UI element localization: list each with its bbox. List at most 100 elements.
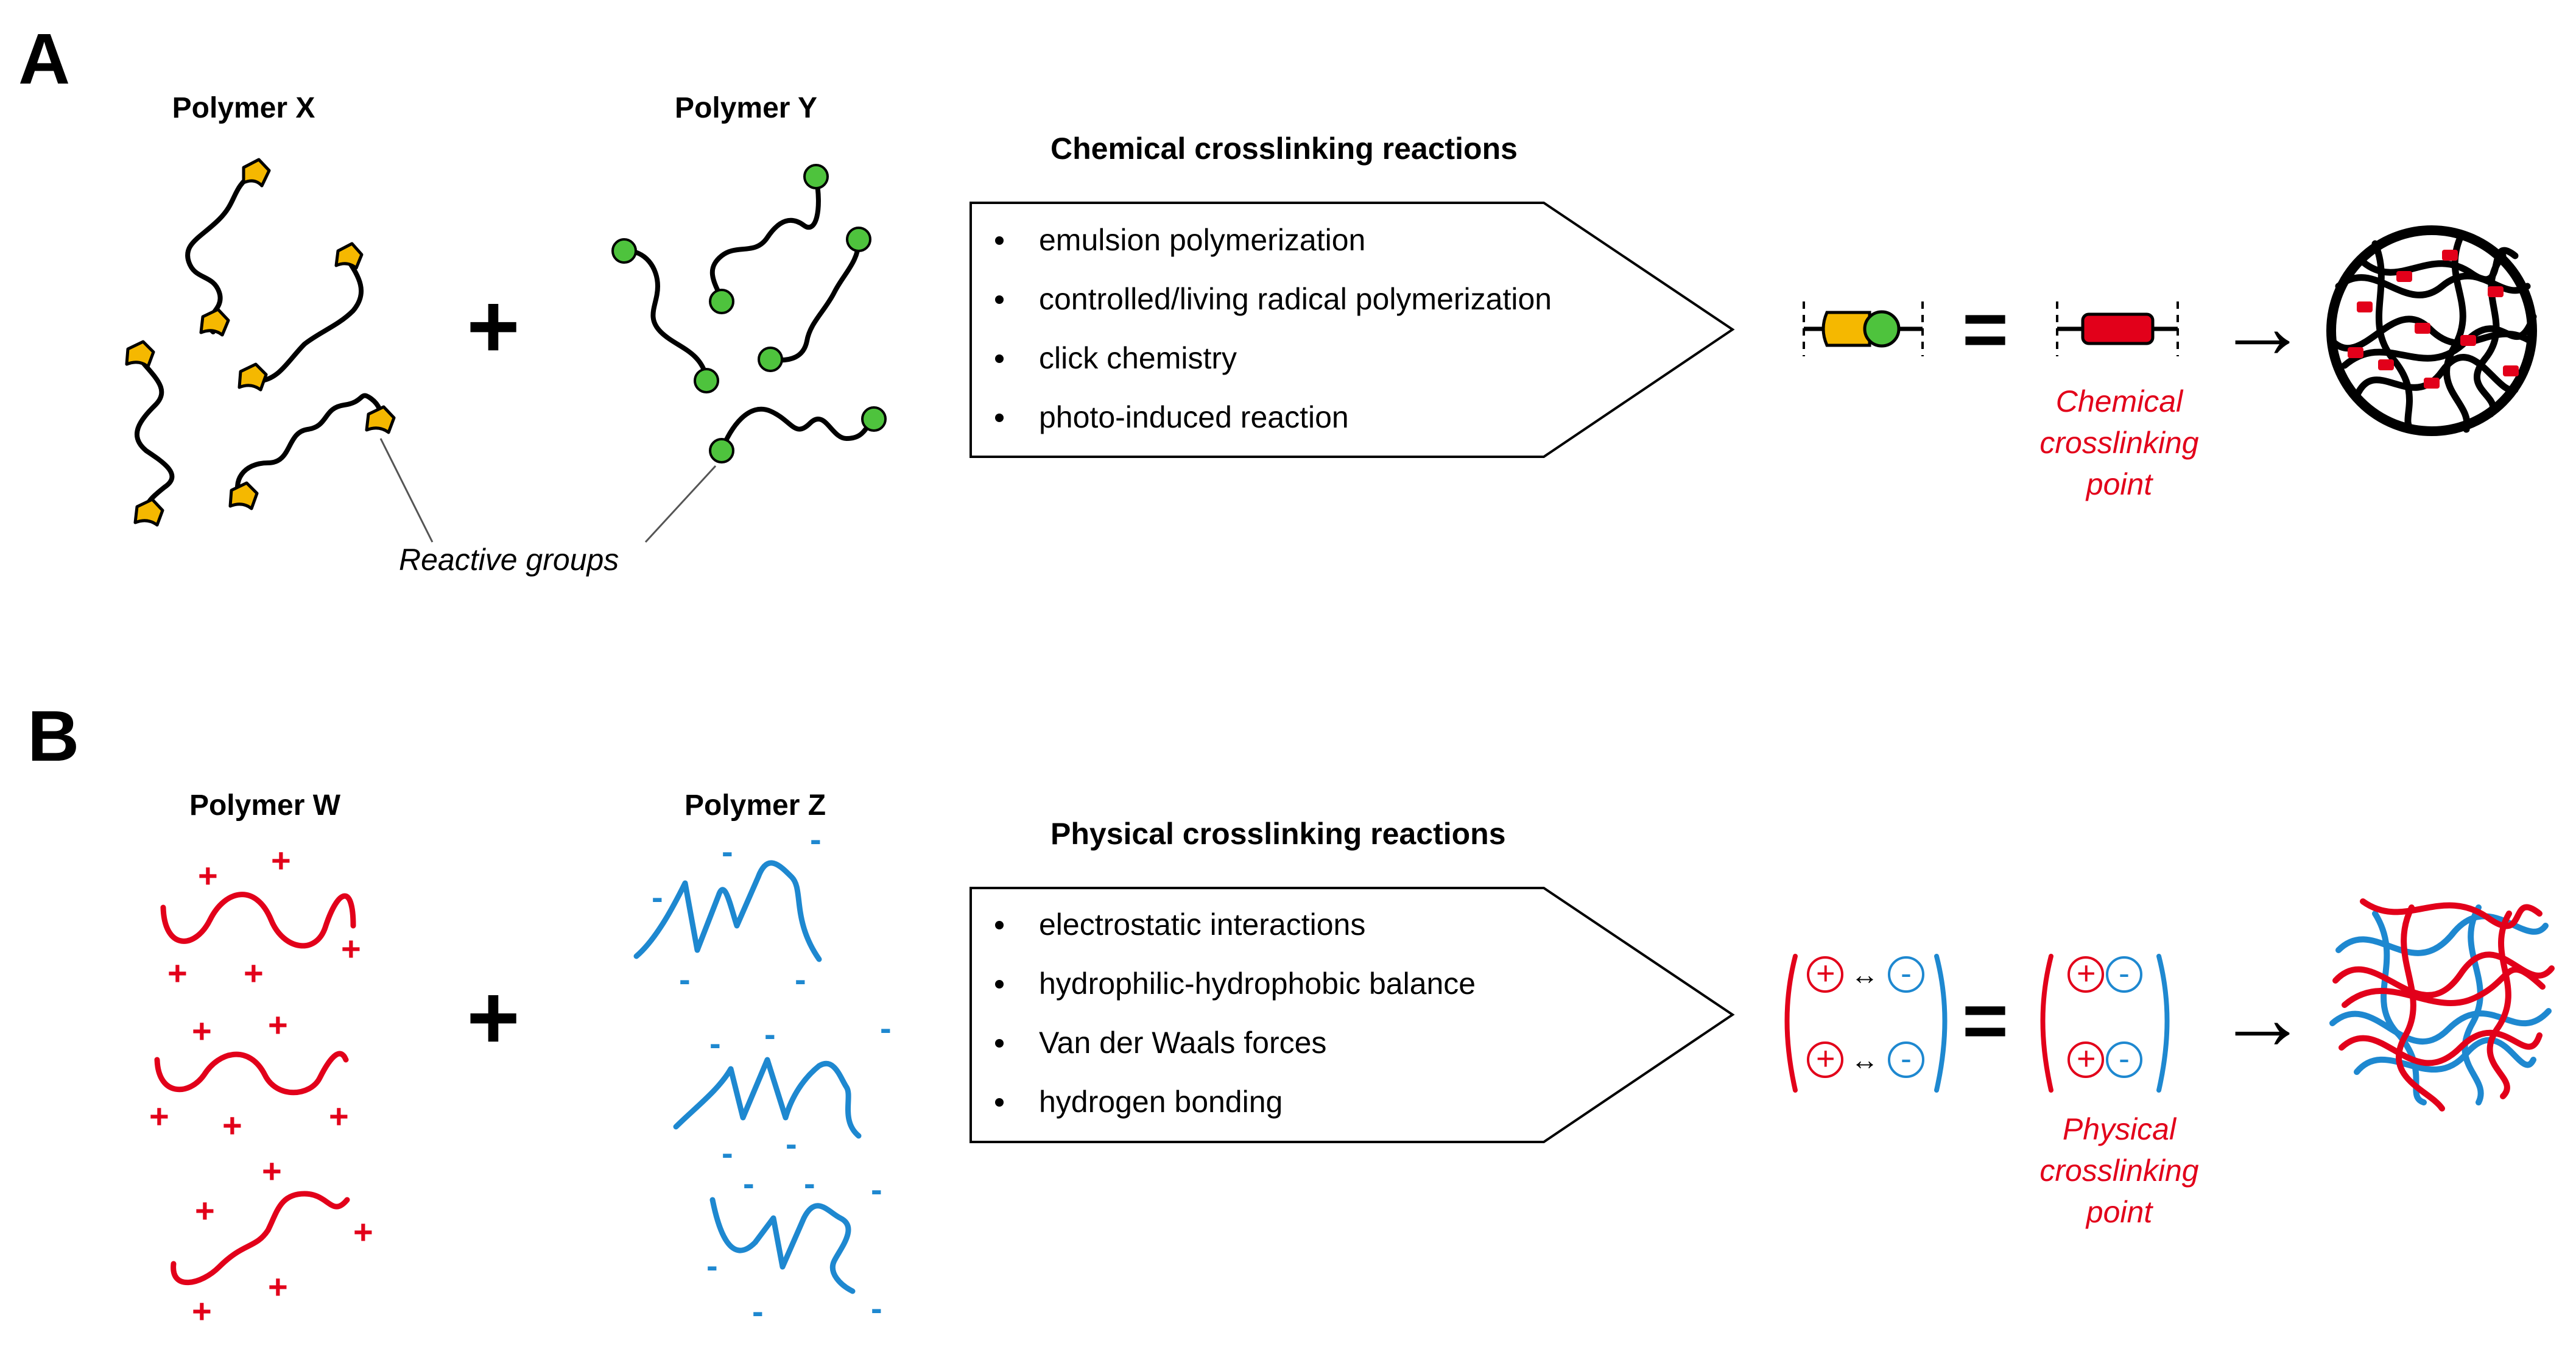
negative-charge: - <box>679 960 691 998</box>
arrow-b: → <box>2217 966 2308 1068</box>
reactive-group-y <box>861 406 887 432</box>
polymer-z-chain <box>633 860 822 962</box>
negative-charge: - <box>1901 1040 1912 1077</box>
reactive-group-pointer-line <box>379 438 434 543</box>
negative-charge: - <box>706 1246 718 1284</box>
reactive-group-x <box>242 158 271 188</box>
positive-charge: + <box>2077 1040 2096 1077</box>
equals-sign-b: = <box>1962 976 2008 1065</box>
reactive-group-pointer-line <box>644 465 717 543</box>
positive-charge: + <box>198 856 218 895</box>
negative-charge: - <box>880 1009 892 1047</box>
reactive-group-y <box>803 164 829 189</box>
polymer-x-label: Polymer X <box>172 92 315 124</box>
polymer-x-chain <box>247 256 364 386</box>
negative-charge: - <box>871 1170 882 1208</box>
negative-charge: - <box>795 960 806 998</box>
polymer-z-label: Polymer Z <box>684 789 826 822</box>
reactive-group-y <box>611 238 637 264</box>
positive-charge: + <box>244 954 264 992</box>
positive-charge: + <box>149 1097 169 1135</box>
polymer-x-chain <box>185 171 255 334</box>
positive-charge: + <box>2077 955 2096 992</box>
reactive-group-x <box>133 498 164 527</box>
negative-charge: - <box>1901 955 1912 992</box>
physical-reaction-item: hydrophilic-hydrophobic balance <box>971 954 1476 1013</box>
reactive-group-x <box>228 481 259 510</box>
reactive-group-x <box>199 308 230 337</box>
plus-sign-a: + <box>466 275 520 377</box>
plus-sign-b: + <box>466 966 520 1068</box>
negative-charge: - <box>722 1133 733 1172</box>
reactive-group-y <box>758 347 783 372</box>
negative-charge: - <box>743 1164 755 1202</box>
polymer-w-chain <box>171 1191 350 1286</box>
negative-charge: - <box>871 1289 882 1327</box>
positive-charge: + <box>192 1292 212 1330</box>
negative-charge: - <box>652 878 663 916</box>
physical-reaction-item: electrostatic interactions <box>971 895 1476 954</box>
physical-reactions-title: Physical crosslinking reactions <box>1050 817 1506 851</box>
positive-charge: + <box>195 1191 215 1230</box>
chemical-reaction-item: photo-induced reaction <box>971 388 1552 447</box>
polymer-y-chain <box>709 174 821 301</box>
polymer-y-label: Polymer Y <box>675 92 817 124</box>
positive-charge: + <box>268 1267 288 1306</box>
polymer-y-chain <box>719 406 876 453</box>
positive-charge: + <box>353 1213 373 1251</box>
physical-reactions-list: electrostatic interactions hydrophilic-h… <box>971 895 1476 1132</box>
polymer-x-chain <box>235 393 386 502</box>
chemical-reaction-item: controlled/living radical polymerization <box>971 270 1552 329</box>
chemical-crosslinking-point-label: Chemical crosslinking point <box>2039 384 2199 501</box>
polymer-w-label: Polymer W <box>189 789 341 822</box>
chemical-crosslink-point-icon <box>2081 312 2155 345</box>
reactive-group-y <box>846 227 871 252</box>
reactive-group-x <box>365 405 396 434</box>
positive-charge: + <box>1816 1040 1835 1077</box>
chemical-reactions-title: Chemical crosslinking reactions <box>1050 132 1518 166</box>
positive-charge: + <box>167 954 188 992</box>
interaction-arrow: ↔ <box>1851 1044 1879 1076</box>
interaction-arrow: ↔ <box>1851 959 1879 990</box>
panel-b-letter: B <box>27 696 80 777</box>
equals-sign-a: = <box>1962 284 2008 373</box>
physical-network-gel <box>2329 898 2555 1112</box>
polymer-w-chain <box>154 1051 349 1096</box>
positive-charge: + <box>192 1012 212 1050</box>
physical-reaction-item: Van der Waals forces <box>971 1013 1476 1073</box>
reactive-groups-label: Reactive groups <box>399 543 619 577</box>
reactive-group-x <box>238 362 268 392</box>
yellow-reactive-cap <box>1821 311 1871 347</box>
polymer-y-chain <box>768 238 861 363</box>
negative-charge: - <box>709 1024 721 1062</box>
negative-charge: - <box>2119 955 2130 992</box>
negative-charge: - <box>804 1164 815 1202</box>
positive-charge: + <box>222 1106 242 1144</box>
reactive-group-y <box>694 368 719 393</box>
physical-crosslinking-point-label: Physical crosslinking point <box>2039 1112 2199 1229</box>
chemical-reactions-list: emulsion polymerization controlled/livin… <box>971 211 1552 447</box>
reactive-group-x <box>334 242 364 270</box>
negative-charge: - <box>810 820 822 858</box>
negative-charge: - <box>752 1292 764 1330</box>
polymer-x-chain <box>134 357 175 517</box>
positive-charge: + <box>268 1006 288 1044</box>
positive-charge: + <box>1816 955 1835 992</box>
negative-charge: - <box>786 1124 797 1163</box>
chemical-reaction-item: emulsion polymerization <box>971 211 1552 270</box>
negative-charge: - <box>722 832 733 870</box>
reactive-group-y <box>709 289 734 314</box>
positive-charge: + <box>271 841 291 879</box>
negative-charge: - <box>2119 1040 2130 1077</box>
positive-charge: + <box>262 1152 282 1190</box>
arrow-a: → <box>2217 275 2308 377</box>
reactive-group-x <box>125 340 155 368</box>
